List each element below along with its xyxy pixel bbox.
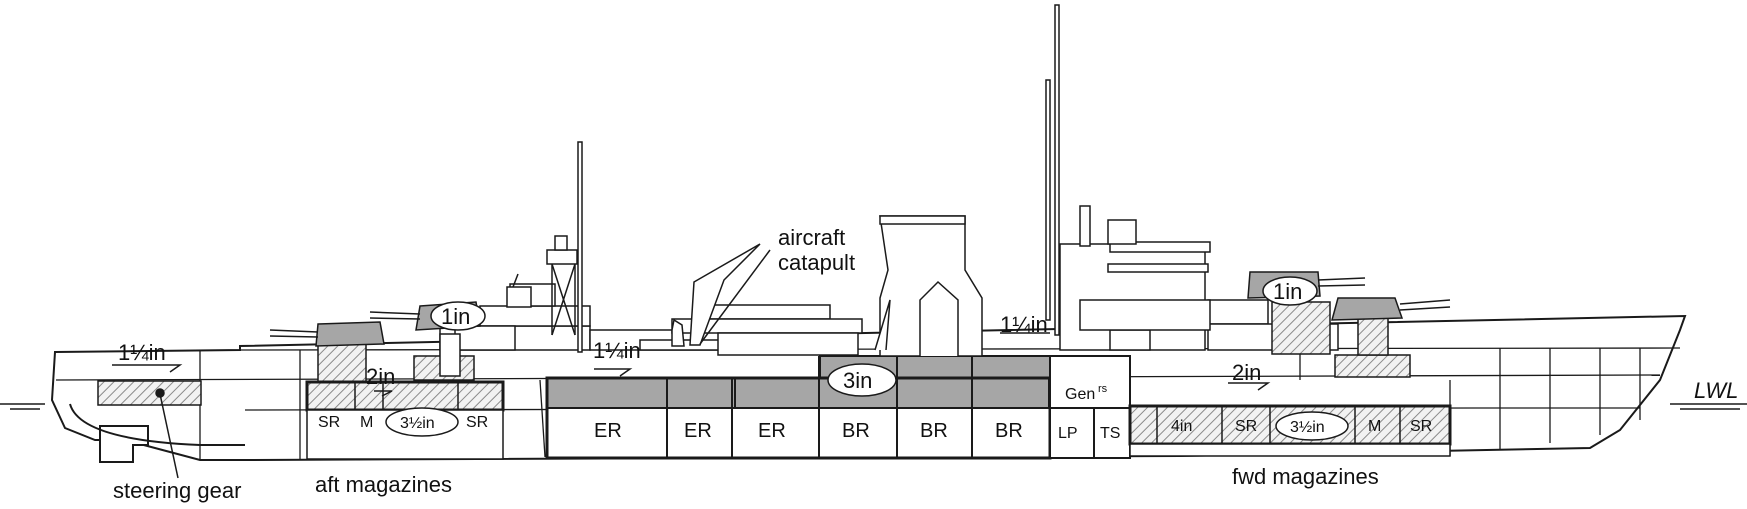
general-annotations: aircraft catapult steering gear aft maga… [113,225,1738,503]
armour-fwd-4in-label: 4in [1171,418,1192,435]
engine-room-3: ER [758,420,786,442]
waterline-label: LWL [1694,378,1738,403]
aft-magazines-label: aft magazines [315,472,452,497]
aft-mast [506,141,583,353]
fwd-turret-a [1331,297,1451,378]
steering-gear-label: steering gear [113,478,241,503]
aircraft-catapult-label-line2: catapult [778,250,855,275]
boiler-room-1: BR [842,420,870,442]
armour-labels: 1¼in 1in 2in 1¼in 3in 1¼in 1in 2in [118,276,1318,397]
machinery-labels: ER ER ER BR BR BR Gen rs LP TS [594,383,1120,442]
engine-room-1: ER [594,420,622,442]
generators-label: Gen [1065,386,1095,403]
ts-compartment: TS [1100,425,1120,442]
armour-fwd-turret-roof-label: 1in [1273,279,1302,304]
armour-machinery-belt-label: 3in [843,368,872,393]
catapult-and-hangar [671,243,863,356]
lp-compartment: LP [1058,425,1078,442]
boiler-room-3: BR [995,420,1023,442]
funnel [874,215,983,357]
fwd-magazines-label: fwd magazines [1232,464,1379,489]
armour-fwd-magazine-deck-label: 2in [1232,360,1261,385]
engine-room-2: ER [684,420,712,442]
armour-aft-deck-label: 1¼in [118,340,166,365]
fwd-compartment-sr-2: SR [1410,418,1432,435]
fwd-magazine-block [1128,404,1452,457]
aft-magazine-labels: SR M 3½in SR [318,407,488,437]
fwd-compartment-sr-1: SR [1235,418,1257,435]
fwd-magazine-labels: 4in SR 3½in M SR [1171,411,1432,441]
armour-aft-magazine-deck-label: 2in [366,364,395,389]
boiler-room-2: BR [920,420,948,442]
armour-mid-deck-label: 1¼in [593,338,641,363]
waterline [0,403,1747,410]
fwd-compartment-m: M [1368,418,1381,435]
armour-fwd-magazine-side-label: 3½in [1290,419,1325,436]
aft-compartment-sr-1: SR [318,414,340,431]
machinery-spaces [545,355,1131,460]
armour-fwd-deck-label: 1¼in [1000,312,1048,337]
fore-mast [1045,4,1060,336]
aft-compartment-m: M [360,414,373,431]
armour-aft-turret-roof-label: 1in [441,304,470,329]
armour-aft-magazine-side-label: 3½in [400,415,435,432]
aft-compartment-sr-2: SR [466,414,488,431]
generators-superscript: rs [1098,383,1108,395]
aircraft-catapult-label-line1: aircraft [778,225,845,250]
leader-lines [112,249,1271,479]
